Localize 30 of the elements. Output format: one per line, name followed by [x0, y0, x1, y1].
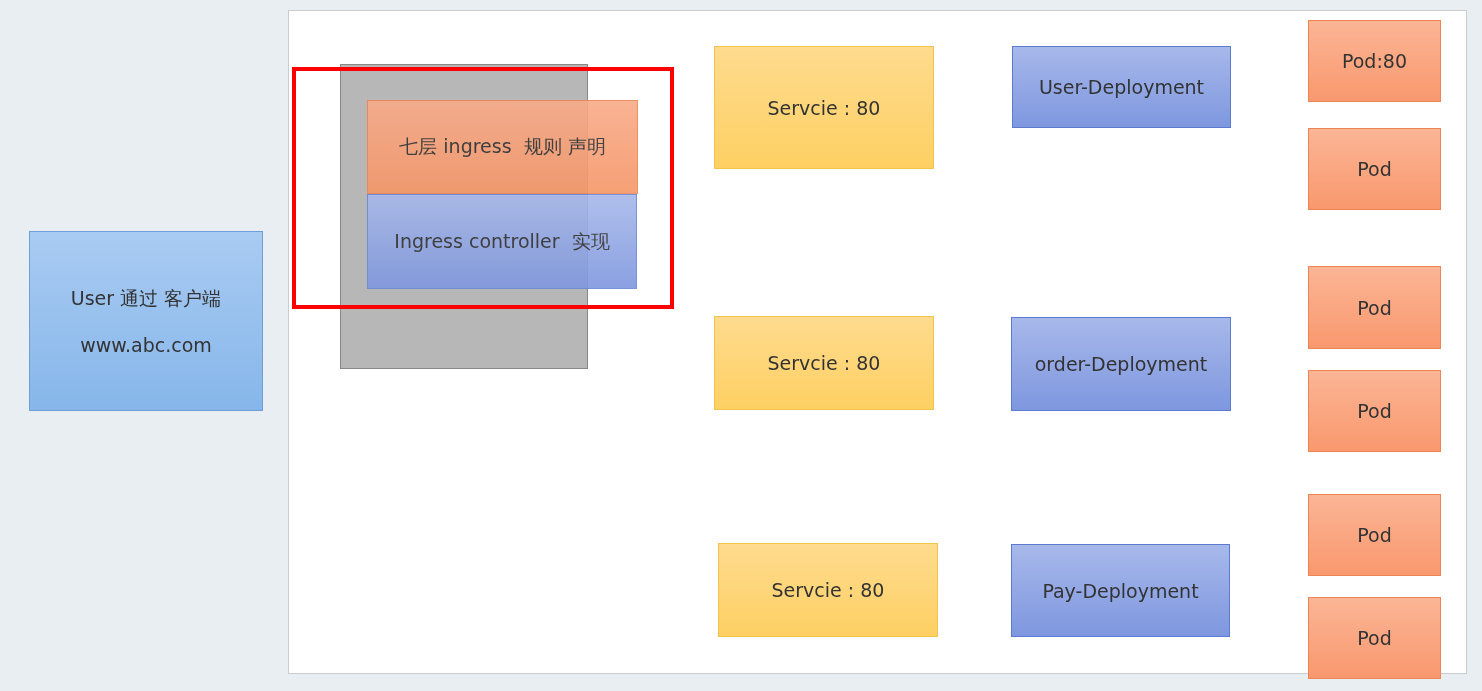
- ingress-controller-box: [367, 194, 637, 289]
- node-label: Pay-Deployment: [1042, 579, 1199, 602]
- node-label: Pod: [1357, 296, 1392, 319]
- node-label: User-Deployment: [1038, 76, 1205, 98]
- node-label: Pod: [1357, 524, 1392, 546]
- service-box: [714, 46, 934, 169]
- node-label: Pod:80: [1341, 50, 1407, 72]
- pod-box: [1308, 370, 1441, 452]
- node-label: Servcie : 80: [767, 352, 881, 374]
- pod-box: [1308, 494, 1441, 576]
- node-label: www.abc.com: [80, 334, 212, 356]
- node-label: Servcie : 80: [767, 96, 881, 119]
- node-label: Servcie : 80: [771, 579, 885, 601]
- pod-box: [1308, 266, 1441, 349]
- node-label: User 通过 客户端: [70, 286, 222, 311]
- node-label: Pod: [1357, 158, 1392, 180]
- node-label: 七层 ingress 规则 声明: [399, 134, 606, 159]
- pod-box: [1308, 20, 1441, 102]
- node-label: order-Deployment: [1034, 353, 1208, 375]
- node-label: Pod: [1357, 400, 1392, 422]
- deployment-box: [1011, 317, 1231, 411]
- service-box: [718, 543, 938, 637]
- client-box: [29, 231, 263, 411]
- service-box: [714, 316, 934, 410]
- pod-box: [1308, 128, 1441, 210]
- deployment-box: [1011, 544, 1230, 637]
- node-label: Ingress controller 实现: [394, 228, 610, 254]
- node-label: Pod: [1357, 627, 1392, 649]
- pod-box: [1308, 597, 1441, 679]
- deployment-box: [1012, 46, 1231, 128]
